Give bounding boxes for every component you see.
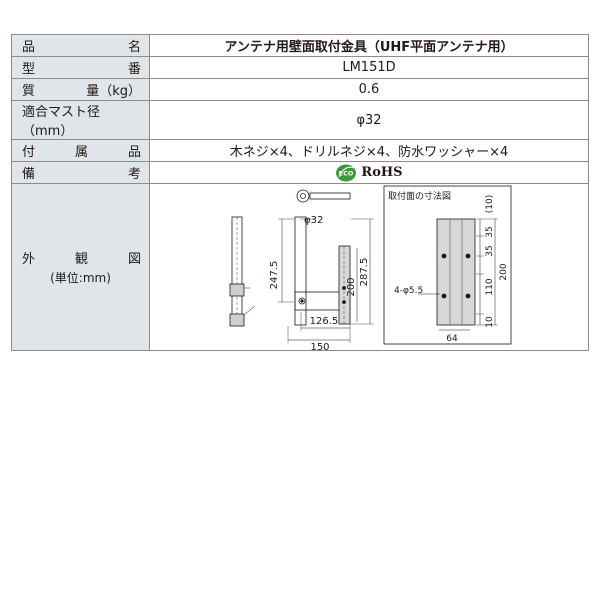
dim-200: 200 — [346, 277, 357, 296]
mount-title: 取付面の寸法図 — [388, 190, 451, 202]
label-model: 型番 — [11, 56, 150, 79]
dim-mast: φ32 — [304, 215, 323, 226]
mount-d10b: 10 — [485, 316, 495, 328]
value-accessories: 木ネジ×4、ドリルネジ×4、防水ワッシャー×4 — [149, 139, 589, 162]
row-model: 型番 LM151D — [11, 56, 589, 79]
label-product-name: 品名 — [11, 34, 150, 57]
value-weight: 0.6 — [149, 78, 589, 101]
label-mast-diameter: 適合マスト径（mm） — [11, 100, 150, 140]
row-weight: 質量（kg） 0.6 — [11, 78, 589, 101]
label-remarks: 備考 — [11, 161, 150, 184]
dim-126: 126.5 — [310, 316, 339, 327]
dim-247: 247.5 — [269, 261, 280, 290]
value-remarks: ECO RoHS — [149, 161, 589, 184]
dim-150: 150 — [310, 342, 329, 350]
side-view-drawing — [229, 216, 256, 327]
row-accessories: 付属品 木ネジ×4、ドリルネジ×4、防水ワッシャー×4 — [11, 139, 589, 162]
row-mast-diameter: 適合マスト径（mm） φ32 — [11, 100, 589, 140]
mounting-face-drawing — [383, 185, 512, 345]
mount-d10a: (10) — [485, 195, 495, 213]
value-mast-diameter: φ32 — [149, 100, 589, 140]
figure-cell: φ32 247.5 287.5 200 126.5 150 取付面の寸法図 (1… — [149, 183, 589, 351]
label-figure: 外観図 (単位:mm) — [11, 183, 150, 351]
mount-d110: 110 — [485, 278, 495, 295]
mount-d35b: 35 — [485, 245, 495, 256]
value-product-name: アンテナ用壁面取付金具（UHF平面アンテナ用） — [149, 34, 589, 57]
mount-hole: 4-φ5.5 — [394, 286, 423, 296]
svg-text:ECO: ECO — [339, 169, 354, 177]
mount-h200: 200 — [499, 263, 509, 280]
unit-note: (単位:mm) — [50, 271, 111, 285]
label-accessories: 付属品 — [11, 139, 150, 162]
mount-w64: 64 — [446, 334, 458, 344]
front-view-drawing — [278, 189, 374, 343]
row-product-name: 品名 アンテナ用壁面取付金具（UHF平面アンテナ用） — [11, 34, 589, 57]
label-weight: 質量（kg） — [11, 78, 150, 101]
drawing-figure: φ32 247.5 287.5 200 126.5 150 取付面の寸法図 (1… — [229, 185, 512, 350]
dim-287: 287.5 — [359, 258, 370, 287]
rohs-mark: RoHS — [361, 165, 403, 180]
mount-d35a: 35 — [485, 226, 495, 237]
row-figure: 外観図 (単位:mm) — [11, 183, 589, 351]
value-model: LM151D — [149, 56, 589, 79]
eco-leaf-icon: ECO — [336, 164, 357, 181]
row-remarks: 備考 ECO RoHS — [11, 161, 589, 184]
spec-table: 品名 アンテナ用壁面取付金具（UHF平面アンテナ用） 型番 LM151D 質量（… — [11, 34, 589, 351]
